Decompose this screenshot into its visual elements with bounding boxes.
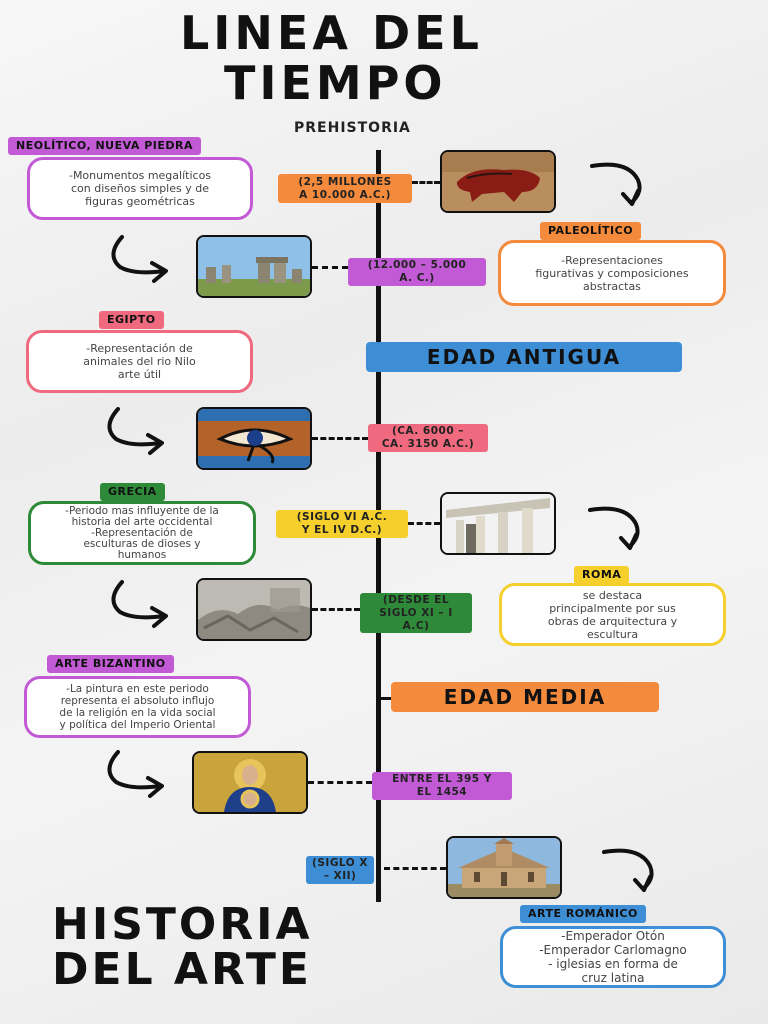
grecia-label: GRECIA: [100, 483, 165, 501]
roma-connector: [408, 522, 440, 525]
footer-line-1: HISTORIA: [52, 899, 313, 950]
neolitico-label: NEOLÍTICO, NUEVA PIEDRA: [8, 137, 202, 155]
roma-description: se destaca principalmente por sus obras …: [499, 583, 726, 646]
egipto-connector: [312, 437, 368, 440]
title-line-1: LINEA DEL: [180, 6, 483, 60]
edad-media-connector: [381, 697, 391, 700]
edad-media-banner: EDAD MEDIA: [391, 682, 659, 712]
curved-arrow-icon: [600, 844, 662, 900]
grecia-connector: [312, 608, 360, 611]
roma-label: ROMA: [574, 566, 630, 584]
paleolitico-connector: [412, 181, 440, 184]
grecia-description: -Periodo mas influyente de la historia d…: [28, 501, 256, 565]
bizantino-description: -La pintura en este periodo representa e…: [24, 676, 251, 738]
title-line-2: TIEMPO: [224, 56, 447, 110]
neolitico-description: -Monumentos megalíticos con diseños simp…: [27, 157, 253, 220]
bizantino-label: ARTE BIZANTINO: [47, 655, 174, 673]
curved-arrow-icon: [104, 233, 174, 289]
neolitico-connector: [312, 266, 348, 269]
curved-arrow-icon: [588, 158, 650, 214]
cave-painting-image: [440, 150, 556, 213]
bizantino-connector: [308, 781, 372, 784]
greek-ruins-image: [196, 578, 312, 641]
romanico-connector: [384, 867, 446, 870]
subtitle-prehistoria: PREHISTORIA: [294, 120, 411, 136]
paleolitico-label: PALEOLÍTICO: [540, 222, 642, 240]
roman-temple-image: [440, 492, 556, 555]
byzantine-mosaic-image: [192, 751, 308, 814]
bizantino-date: ENTRE EL 395 Y EL 1454: [372, 772, 512, 800]
paleolitico-description: -Representaciones figurativas y composic…: [498, 240, 726, 306]
romanico-label: ARTE ROMÁNICO: [520, 905, 646, 923]
romanico-date: (SIGLO X – XII): [306, 856, 374, 884]
edad-antigua-banner: EDAD ANTIGUA: [366, 342, 682, 372]
paleolitico-date: (2,5 MILLONES A 10.000 A.C.): [278, 174, 412, 203]
roma-date: (SIGLO VI A.C. Y EL IV D.C.): [276, 510, 408, 538]
neolitico-date: (12.000 – 5.000 A. C.): [348, 258, 486, 286]
footer-line-2: DEL ARTE: [52, 944, 312, 995]
curved-arrow-icon: [100, 748, 170, 804]
romanesque-church-image: [446, 836, 562, 899]
romanico-description: -Emperador Otón -Emperador Carlomagno - …: [500, 926, 726, 988]
curved-arrow-icon: [104, 578, 174, 634]
eye-of-horus-image: [196, 407, 312, 470]
curved-arrow-icon: [100, 405, 170, 461]
egipto-date: (CA. 6000 – CA. 3150 A.C.): [368, 424, 488, 452]
curved-arrow-icon: [586, 502, 648, 558]
egipto-description: -Representación de animales del rio Nilo…: [26, 330, 253, 393]
stonehenge-image: [196, 235, 312, 298]
grecia-date: (DESDE EL SIGLO XI – I A.C): [360, 593, 472, 633]
egipto-label: EGIPTO: [99, 311, 164, 329]
